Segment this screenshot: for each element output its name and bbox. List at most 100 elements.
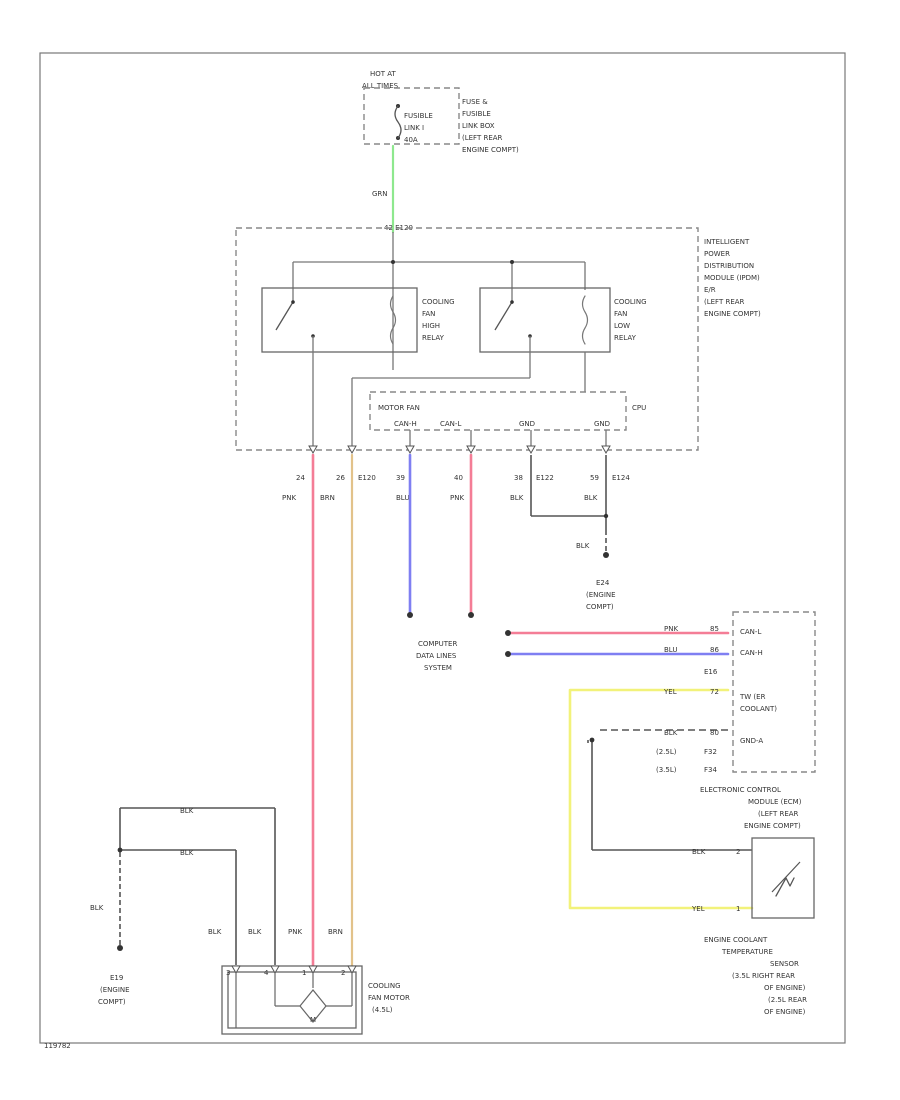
fuse-location-1: FUSE & (462, 98, 488, 106)
motor-pin-4-color: BLK (248, 928, 262, 936)
fan-motor-pin-markers (231, 965, 357, 975)
cpu-signal-gnd-2: GND (594, 420, 610, 428)
ipdm-internal-bus (292, 232, 586, 354)
high-relay-label-4: RELAY (422, 334, 445, 342)
feed-wire-color: GRN (372, 190, 388, 198)
ecm-wire-pnk-color: PNK (664, 625, 678, 633)
data-lines-label-2: DATA LINES (416, 652, 457, 660)
motor-ground-wire-1: BLK (180, 807, 194, 815)
sensor-label-3: SENSOR (770, 960, 799, 968)
ipdm-pin-26-conn: E120 (358, 474, 376, 482)
sensor-label-2: TEMPERATURE (721, 948, 773, 956)
high-relay-coil-icon (389, 295, 397, 345)
low-relay-label-4: RELAY (614, 334, 637, 342)
sensor-wire-yel-pin: 1 (736, 905, 740, 913)
ipdm-pin-38-color: BLK (510, 494, 524, 502)
fuse-line-2: LINK I (404, 124, 424, 132)
relay-output-wiring (312, 336, 586, 448)
ecm-wire-blu-pin: 86 (710, 646, 719, 654)
fuse-location-5: ENGINE COMPT) (462, 146, 519, 154)
motor-pin-2: 2 (341, 969, 345, 977)
ecm-wire-yel-color: YEL (663, 688, 677, 696)
battery-label-1: HOT AT (370, 70, 397, 78)
ipdm-label-5: E/R (704, 286, 716, 294)
fuse-location-3: LINK BOX (462, 122, 495, 130)
coolant-sensor-wire-yel (568, 688, 754, 910)
fan-motor-label-2: FAN MOTOR (368, 994, 410, 1002)
ground-e24-label-3: COMPT) (586, 603, 614, 611)
ipdm-pin-24-color: PNK (282, 494, 296, 502)
ipdm-pin-59-conn: E124 (612, 474, 630, 482)
ipdm-pin-26-color: BRN (320, 494, 335, 502)
low-relay-switch-icon (494, 301, 513, 331)
ground-e24-wiring (530, 455, 607, 552)
ecm-signal-gnd-a: GND-A (740, 737, 763, 745)
motor-pin-4: 4 (264, 969, 269, 977)
data-lines-label-3: SYSTEM (424, 664, 452, 672)
diagram-frame (39, 52, 846, 1044)
battery-label-2: ALL TIMES (362, 82, 399, 90)
ecm-label-4: ENGINE COMPT) (744, 822, 801, 830)
low-relay-label-1: COOLING (614, 298, 647, 306)
high-relay-label-2: FAN (422, 310, 435, 318)
ground-e24-label-1: E24 (596, 579, 610, 587)
ipdm-pin-39: 39 (396, 474, 405, 482)
ipdm-pin-24: 24 (296, 474, 305, 482)
ecm-signal-tw: TW (ER (739, 693, 766, 701)
ground-e19-label-2: (ENGINE (100, 986, 130, 994)
sensor-label-5: OF ENGINE) (764, 984, 806, 992)
cpu-label: CPU (632, 404, 646, 412)
ipdm-label-6: (LEFT REAR (704, 298, 745, 306)
ipdm-pin-40: 40 (454, 474, 463, 482)
ipdm-label-3: DISTRIBUTION (704, 262, 754, 270)
ground-e19-point (117, 945, 123, 951)
bus-junction-1 (391, 260, 395, 264)
thermistor-arrow-icon (771, 861, 801, 893)
high-relay-label-3: HIGH (422, 322, 440, 330)
fuse-location-4: (LEFT REAR (462, 134, 503, 142)
fan-motor-label-1: COOLING (368, 982, 401, 990)
ecm-outline (732, 611, 816, 773)
ipdm-pin-26: 26 (336, 474, 345, 482)
bus-junction-2 (510, 260, 514, 264)
ipdm-connector-markers (308, 445, 611, 455)
ipdm-outline (235, 227, 699, 451)
ecm-can-terminal-2 (505, 651, 511, 657)
ecm-label-1: ELECTRONIC CONTROL (700, 786, 781, 794)
sensor-wire-blk-pin: 2 (736, 848, 740, 856)
ecm-alt-pin-1-label: (2.5L) (656, 748, 677, 756)
motor-ground-wire-2: BLK (180, 849, 194, 857)
motor-pin-1: 1 (302, 969, 306, 977)
fuse-line-1: FUSIBLE (404, 112, 433, 120)
ipdm-pin-38-conn: E122 (536, 474, 554, 482)
ground-e19-label-3: COMPT) (98, 998, 126, 1006)
sensor-label-7: OF ENGINE) (764, 1008, 806, 1016)
ground-e19-label-1: E19 (110, 974, 123, 982)
motor-ground-junction (117, 847, 123, 853)
ecm-signal-can-l: CAN-L (740, 628, 761, 636)
fuse-location-2: FUSIBLE (462, 110, 491, 118)
ecm-alt-pin-1: F32 (704, 748, 717, 756)
high-relay-box (261, 287, 418, 353)
fan-motor-outline (221, 965, 363, 1035)
motor-pin-3-color: BLK (208, 928, 222, 936)
ground-e24-junction (603, 513, 609, 519)
coolant-sensor-box (751, 837, 815, 919)
ecm-can-terminal-1 (505, 630, 511, 636)
motor-ground-wiring (119, 807, 276, 965)
motor-fan-label: MOTOR FAN (378, 404, 420, 412)
data-lines-label-1: COMPUTER (418, 640, 457, 648)
fan-motor-internal-wiring (235, 973, 353, 1028)
ecm-gnd-a-wiring (587, 729, 752, 851)
ipdm-pin-40-color: PNK (450, 494, 464, 502)
high-relay-switch-icon (275, 301, 294, 331)
sensor-label-4: (3.5L RIGHT REAR (732, 972, 795, 980)
fan-motor-center: M (310, 1016, 316, 1024)
high-relay-contact-a (291, 300, 295, 304)
page-code: 119782 (44, 1042, 71, 1050)
ecm-label-3: (LEFT REAR (758, 810, 799, 818)
ipdm-label-1: INTELLIGENT (704, 238, 750, 246)
fan-motor-label-3: (4.5L) (372, 1006, 393, 1014)
motor-pin-3: 3 (226, 969, 230, 977)
ground-e24-point (603, 552, 609, 558)
